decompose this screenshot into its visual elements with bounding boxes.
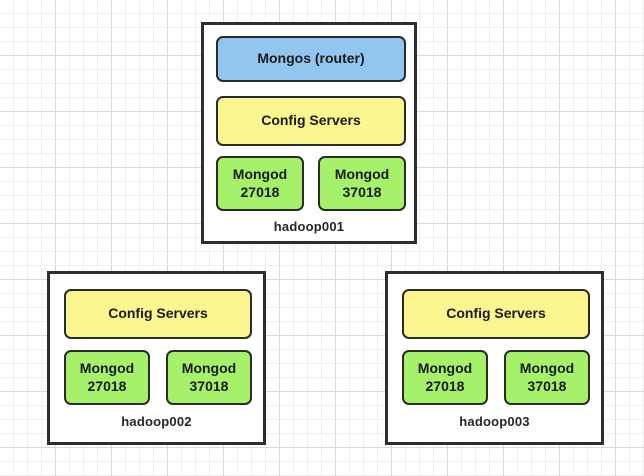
node-mongod-37018-hadoop003[interactable]: Mongod 37018: [504, 350, 590, 405]
node-router-hadoop001[interactable]: Mongos (router): [216, 36, 406, 82]
node-label: Mongod 37018: [519, 360, 575, 394]
node-label: Config Servers: [261, 112, 361, 129]
node-label: Mongod 37018: [181, 360, 237, 394]
hostname-label-hadoop003: hadoop003: [459, 414, 530, 429]
node-config-hadoop003[interactable]: Config Servers: [402, 289, 590, 339]
node-label: Mongod 27018: [417, 360, 473, 394]
hostname-label-hadoop001: hadoop001: [273, 219, 345, 234]
node-mongod-37018-hadoop002[interactable]: Mongod 37018: [166, 350, 252, 405]
node-mongod-27018-hadoop003[interactable]: Mongod 27018: [402, 350, 488, 405]
hostname-label-hadoop002: hadoop002: [121, 414, 192, 429]
node-label: Mongod 27018: [232, 166, 288, 200]
node-mongod-37018-hadoop001[interactable]: Mongod 37018: [318, 156, 406, 211]
node-label: Mongod 27018: [79, 360, 135, 394]
node-config-hadoop001[interactable]: Config Servers: [216, 96, 406, 146]
node-mongod-27018-hadoop001[interactable]: Mongod 27018: [216, 156, 304, 211]
node-config-hadoop002[interactable]: Config Servers: [64, 289, 252, 339]
node-label: Mongos (router): [257, 50, 365, 67]
node-label: Mongod 37018: [334, 166, 390, 200]
node-mongod-27018-hadoop002[interactable]: Mongod 27018: [64, 350, 150, 405]
node-label: Config Servers: [446, 305, 546, 322]
node-label: Config Servers: [108, 305, 208, 322]
